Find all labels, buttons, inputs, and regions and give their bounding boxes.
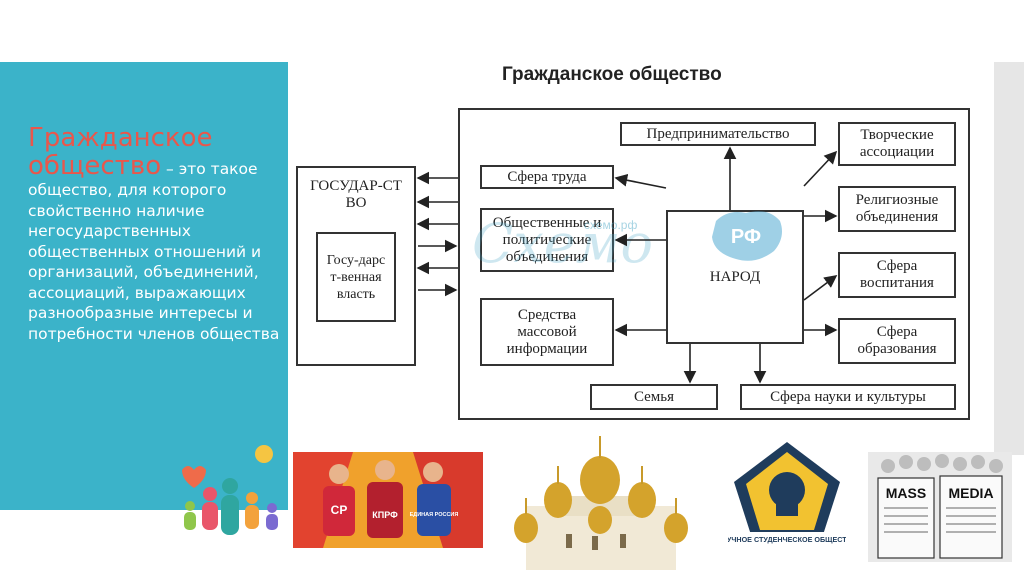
svg-text:РФ: РФ (731, 226, 761, 248)
church-image (496, 436, 708, 570)
side-strip (994, 62, 1024, 455)
student-society-logo: НАУЧНОЕ СТУДЕНЧЕСКОЕ ОБЩЕСТВО (728, 440, 846, 560)
box-public-associations: Общественные и политические объединения (480, 208, 614, 272)
svg-text:MASS: MASS (886, 485, 926, 501)
definition-text: Гражданское общество – это такое обществ… (28, 124, 280, 344)
box-labor: Сфера труда (480, 165, 614, 189)
box-mass-media: Средства массовой информации (480, 298, 614, 366)
diagram-title: Гражданское общество (502, 64, 722, 85)
box-upbringing: Сфера воспитания (838, 252, 956, 298)
box-education: Сфера образования (838, 318, 956, 364)
watermark-url: схемо.рф (584, 218, 638, 232)
family-image (168, 440, 290, 552)
svg-text:НАУЧНОЕ СТУДЕНЧЕСКОЕ ОБЩЕСТВО: НАУЧНОЕ СТУДЕНЧЕСКОЕ ОБЩЕСТВО (728, 535, 846, 544)
civil-society-frame (458, 108, 970, 420)
sidebar-panel (0, 62, 288, 510)
rf-badge-icon: РФ (712, 211, 782, 261)
box-family: Семья (590, 384, 718, 410)
box-religious: Религиозные объединения (838, 186, 956, 232)
svg-text:ЕДИНАЯ РОССИЯ: ЕДИНАЯ РОССИЯ (410, 512, 459, 518)
svg-text:КПРФ: КПРФ (372, 510, 398, 520)
term-heading: Гражданское общество (28, 123, 213, 181)
box-creative: Творческие ассоциации (838, 122, 956, 166)
svg-text:СР: СР (331, 503, 348, 517)
box-business: Предпринимательство (620, 122, 816, 146)
definition-body: – это такое общество, для которого свойс… (28, 160, 280, 343)
box-science-culture: Сфера науки и культуры (740, 384, 956, 410)
state-power-box: Госу-дарст-венная власть (316, 232, 396, 322)
svg-text:MEDIA: MEDIA (948, 485, 993, 501)
parties-image: СР КПРФ ЕДИНАЯ РОССИЯ (293, 452, 483, 548)
mass-media-image: MASS MEDIA (868, 452, 1012, 562)
state-label: ГОСУДАР-СТВО (310, 178, 402, 211)
state-power-label: Госу-дарст-венная власть (326, 252, 386, 302)
